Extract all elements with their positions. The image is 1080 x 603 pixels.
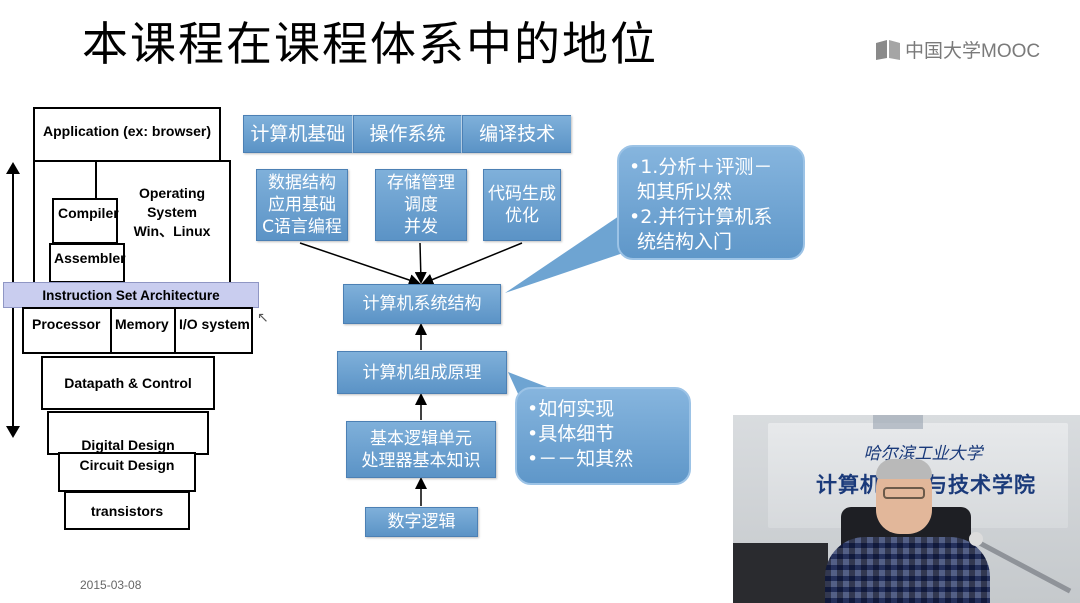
top-callout-line-2: 知其所以然 [629, 180, 793, 205]
ds-line-1: 数据结构 [268, 172, 336, 194]
logic-units-block: 基本逻辑单元 处理器基本知识 [346, 421, 496, 478]
top-callout-line-1: •1.分析＋评测－ [629, 155, 793, 180]
organization-course-block: 计算机组成原理 [337, 351, 507, 394]
foundation-courses-bar: 计算机基础 操作系统 编译技术 [243, 115, 571, 153]
video-instructor-hair [876, 459, 932, 479]
logic-units-line-2: 处理器基本知识 [362, 450, 481, 472]
video-shirt-pattern [825, 537, 990, 603]
os-detail-line-1: 存储管理 [387, 172, 455, 194]
top-callout-line-3: •2.并行计算机系 [629, 205, 793, 230]
top-callout-line-4: 统结构入门 [629, 230, 793, 255]
compiler-details-block: 代码生成 优化 [483, 169, 561, 241]
arrow-ds-to-arch [300, 243, 418, 283]
logic-units-line-1: 基本逻辑单元 [370, 428, 472, 450]
arrow-compiler-to-arch [424, 243, 522, 283]
architecture-course-block: 计算机系统结构 [343, 284, 501, 324]
bottom-callout-line-2: •具体细节 [527, 422, 679, 447]
data-structures-block: 数据结构 应用基础 C语言编程 [256, 169, 348, 241]
ds-line-2: 应用基础 [268, 194, 336, 216]
bottom-callout-line-3: •－－知其然 [527, 447, 679, 472]
top-callout: •1.分析＋评测－ 知其所以然 •2.并行计算机系 统结构入门 [617, 145, 805, 260]
ds-line-3: C语言编程 [262, 216, 342, 238]
digital-logic-block: 数字逻辑 [365, 507, 478, 537]
os-details-block: 存储管理 调度 并发 [375, 169, 467, 241]
course-compiler-tech: 编译技术 [462, 115, 571, 153]
arrow-os-to-arch [420, 243, 421, 281]
video-desk [733, 543, 828, 603]
university-emblem-icon [873, 415, 923, 429]
os-detail-line-3: 并发 [404, 216, 438, 238]
glasses-icon [883, 487, 925, 499]
bottom-callout: •如何实现 •具体细节 •－－知其然 [515, 387, 691, 485]
bottom-callout-line-1: •如何实现 [527, 397, 679, 422]
course-operating-systems: 操作系统 [353, 115, 463, 153]
os-detail-line-2: 调度 [404, 194, 438, 216]
microphone-icon [969, 532, 983, 546]
instructor-video[interactable]: 哈尔滨工业大学 计算机科学与技术学院 [733, 415, 1080, 603]
slide-date: 2015-03-08 [80, 578, 141, 592]
compiler-detail-line-1: 代码生成 [488, 183, 556, 205]
course-computer-basics: 计算机基础 [243, 115, 353, 153]
compiler-detail-line-2: 优化 [505, 205, 539, 227]
